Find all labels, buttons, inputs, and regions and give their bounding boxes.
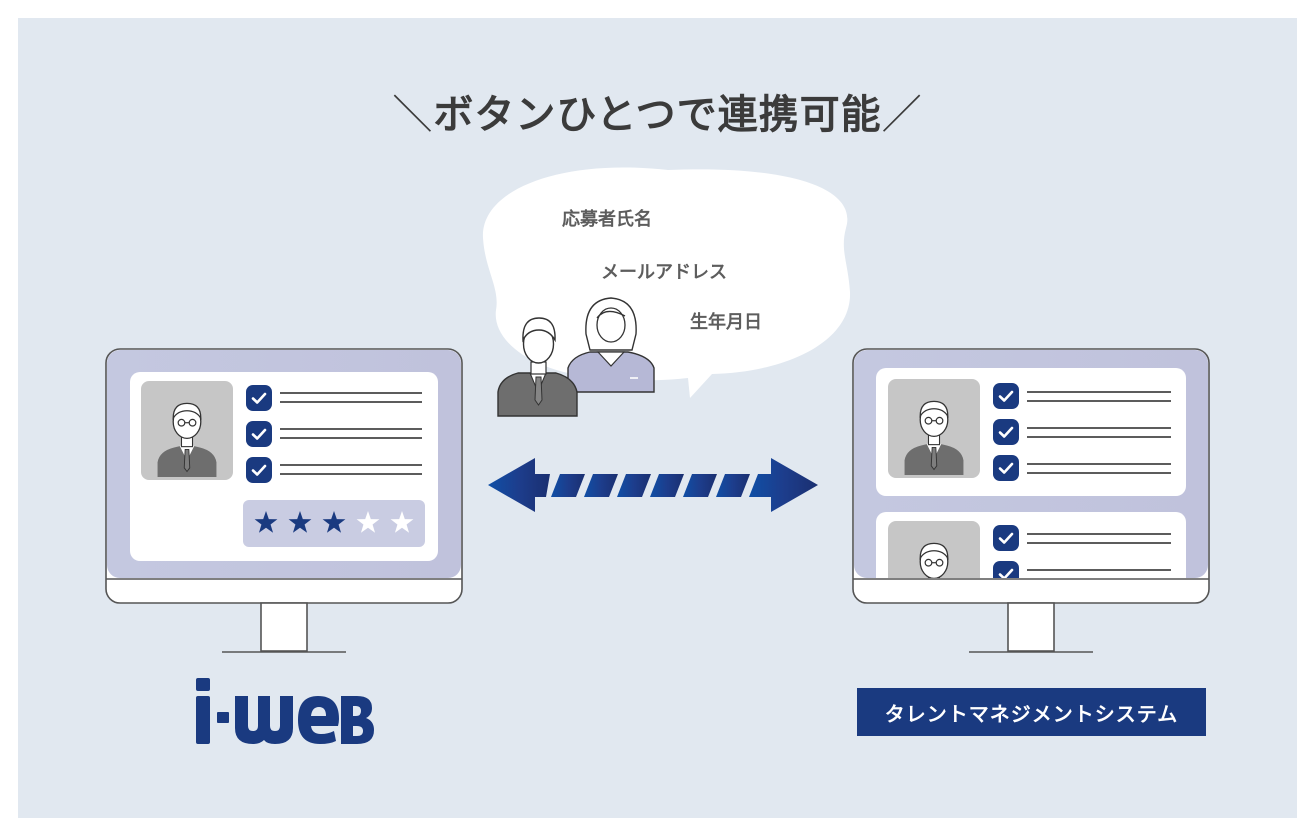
talent-management-system-badge: タレントマネジメントシステム (857, 688, 1206, 736)
headline-right-slash: ／ (881, 92, 923, 138)
right-monitor (852, 348, 1210, 653)
star-filled-icon (254, 511, 278, 533)
iweb-logo (196, 678, 374, 744)
field-email-address: メールアドレス (601, 262, 727, 283)
checkbox-icon (993, 383, 1019, 409)
field-birth-date: 生年月日 (690, 312, 762, 333)
applicants-icon (497, 297, 655, 417)
checkbox-icon (993, 455, 1019, 481)
checkbox-icon (246, 457, 272, 483)
checkbox-icon (993, 525, 1019, 551)
star-rating (254, 511, 414, 533)
headline-left-slash: ＼ (392, 92, 434, 138)
checkbox-icon (246, 385, 272, 411)
double-arrow-icon (488, 458, 818, 512)
star-filled-icon (322, 511, 346, 533)
star-filled-icon (288, 511, 312, 533)
checkbox-icon (246, 421, 272, 447)
checklist (246, 385, 422, 483)
checkbox-icon (993, 419, 1019, 445)
field-applicant-name: 応募者氏名 (562, 209, 652, 230)
headline-text: ボタンひとつで連携可能 (433, 92, 882, 138)
speech-bubble-icon (482, 167, 851, 398)
star-empty-icon (356, 511, 380, 533)
left-monitor (105, 348, 463, 653)
star-empty-icon (390, 511, 414, 533)
headline: ＼ボタンひとつで連携可能／ (0, 82, 1315, 140)
